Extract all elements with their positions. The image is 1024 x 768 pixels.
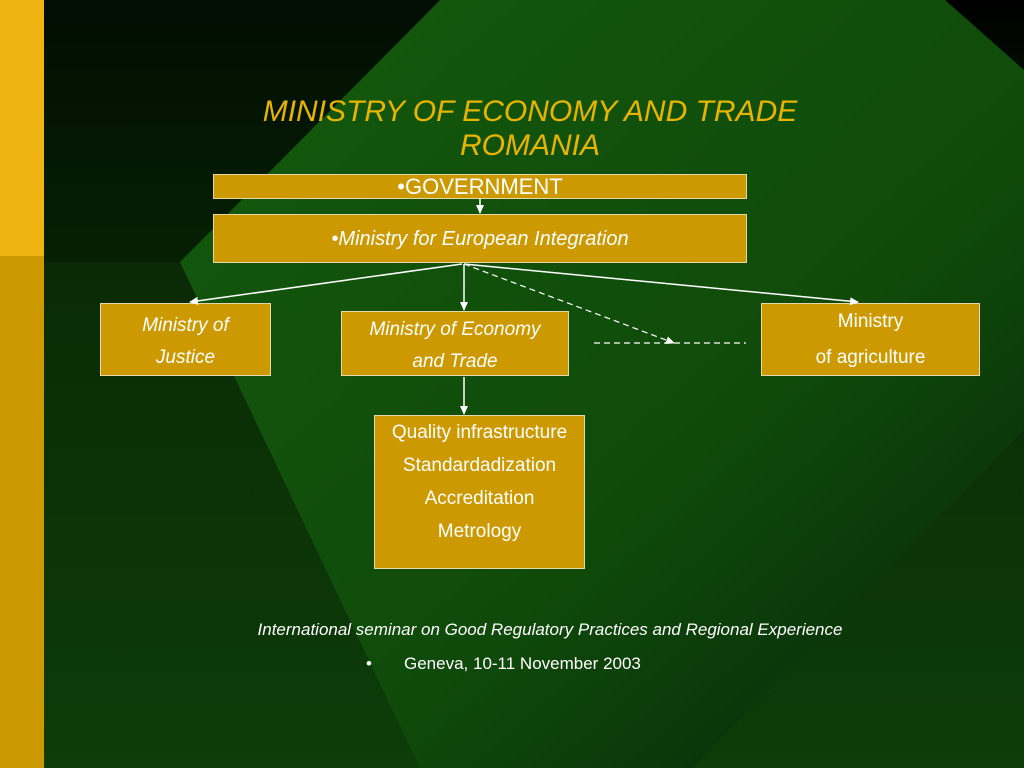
node-european-integration: •Ministry for European Integration	[213, 214, 747, 263]
node-quality-line-1: Quality infrastructure	[391, 422, 568, 443]
node-quality-line-3: Accreditation	[424, 488, 535, 509]
title-line-1: MINISTRY OF ECONOMY AND TRADE	[262, 95, 798, 128]
seminar-title: International seminar on Good Regulatory…	[257, 620, 843, 639]
title-line-2: ROMANIA	[459, 129, 600, 162]
node-european-integration-label: •Ministry for European Integration	[331, 228, 629, 250]
sidebar-top	[0, 0, 44, 256]
node-government-label: •GOVERNMENT	[397, 174, 563, 199]
node-quality-infrastructure: Quality infrastructure Standardadization…	[374, 415, 585, 569]
slide-title: MINISTRY OF ECONOMY AND TRADE ROMANIA	[200, 95, 860, 163]
node-economy-trade: Ministry of Economy and Trade	[341, 311, 569, 376]
node-justice-line-1: Ministry of	[142, 315, 229, 336]
sidebar-bottom	[0, 256, 44, 768]
node-justice: Ministry of Justice	[100, 303, 271, 376]
node-economy-trade-line-2: and Trade	[412, 351, 498, 372]
node-government: •GOVERNMENT	[213, 174, 747, 199]
node-justice-line-2: Justice	[155, 347, 216, 368]
node-quality-line-4: Metrology	[437, 521, 522, 542]
node-agriculture-line-2: of agriculture	[815, 347, 926, 368]
bullet-icon: •	[366, 654, 372, 673]
seminar-location: • Geneva, 10-11 November 2003	[366, 654, 641, 674]
node-agriculture: Ministry of agriculture	[761, 303, 980, 376]
node-economy-trade-line-1: Ministry of Economy	[369, 319, 541, 340]
location-date-text: Geneva, 10-11 November 2003	[404, 654, 641, 673]
node-quality-line-2: Standardadization	[402, 455, 557, 476]
node-agriculture-line-1: Ministry	[837, 311, 904, 332]
